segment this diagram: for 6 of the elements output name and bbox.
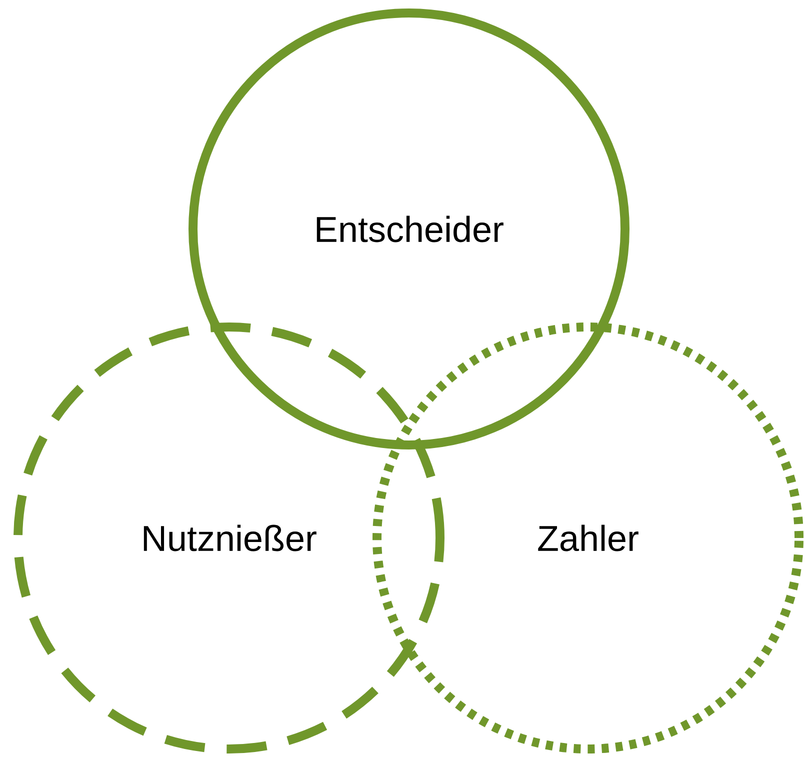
dashed-circle bbox=[14, 322, 444, 754]
circle-label: Entscheider bbox=[316, 216, 504, 242]
circle-label: Zahler bbox=[538, 524, 638, 552]
circle-label: Nutznießer bbox=[144, 524, 316, 552]
dotted-circle bbox=[372, 322, 804, 754]
solid-circle bbox=[188, 8, 630, 450]
